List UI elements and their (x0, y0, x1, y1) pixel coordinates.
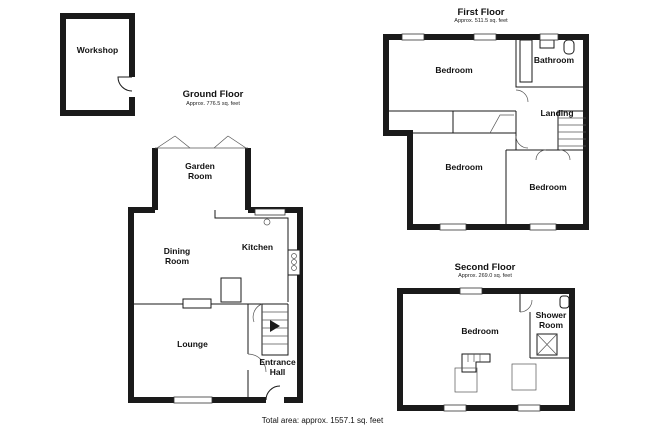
ground-floor-area: Approx. 776.5 sq. feet (186, 101, 240, 107)
shower-room-label-line1: Shower (535, 310, 567, 320)
second-floor-title: Second Floor (454, 262, 516, 273)
entrance-hall-label-line2: Hall (269, 367, 286, 377)
total-area: Total area: approx. 1557.1 sq. feet (261, 416, 384, 425)
second-floor-outline (397, 287, 575, 412)
ground-floor-title: Ground Floor (182, 89, 244, 100)
garden-room-label-line2: Room (187, 171, 213, 181)
first-floor-title: First Floor (457, 7, 505, 18)
dining-room-label-line2: Room (164, 256, 190, 266)
first-floor-area: Approx. 511.5 sq. feet (454, 18, 508, 24)
kitchen-label: Kitchen (241, 242, 274, 252)
entrance-hall-label-line1: Entrance (259, 357, 296, 367)
first-floor-bedroom-right-label: Bedroom (529, 182, 567, 192)
garden-room-label-line1: Garden (185, 161, 215, 171)
first-floor-bedroom-top-label: Bedroom (435, 65, 473, 75)
shower-room-label-line2: Room (538, 320, 564, 330)
ground-floor-outline (128, 135, 303, 404)
first-floor-outline (383, 33, 589, 231)
second-floor-bedroom-label: Bedroom (461, 326, 499, 336)
first-floor-bedroom-left-label: Bedroom (445, 162, 483, 172)
bathroom-label: Bathroom (533, 55, 575, 65)
workshop-label: Workshop (76, 45, 119, 55)
lounge-label: Lounge (177, 339, 208, 349)
second-floor-area: Approx. 269.0 sq. feet (458, 273, 512, 279)
landing-label: Landing (540, 108, 574, 118)
workshop-outline (60, 13, 136, 116)
dining-room-label-line1: Dining (163, 246, 191, 256)
